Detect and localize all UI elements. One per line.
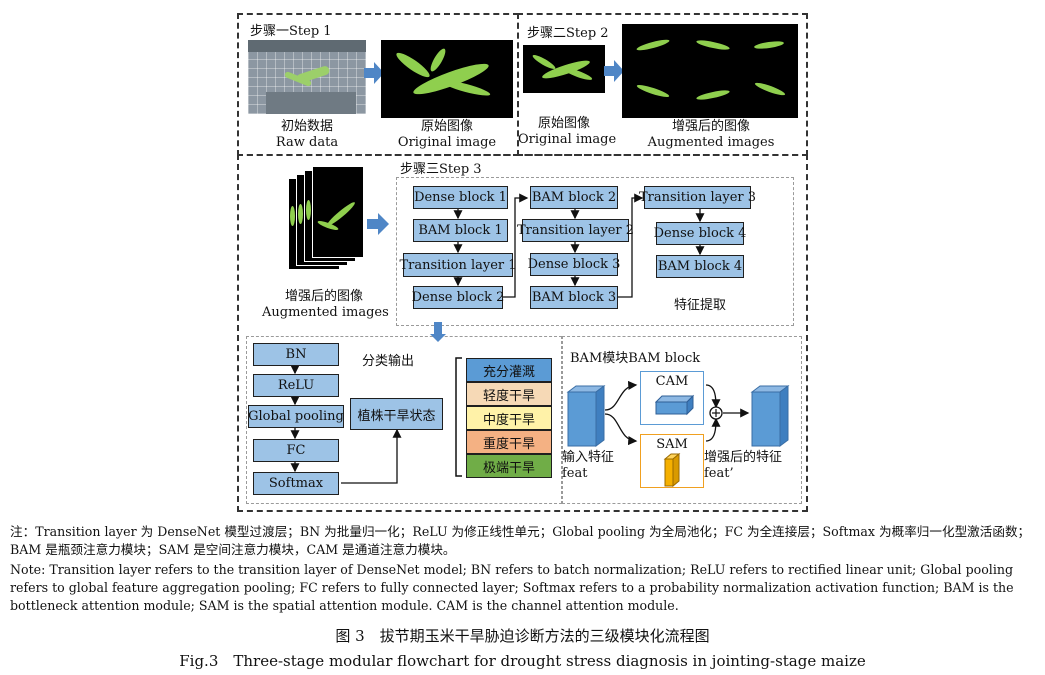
feature-extraction-frame — [396, 177, 794, 326]
transition-layer-2: Transition layer 2 — [517, 219, 634, 242]
class-full-irrigation: 充分灌溉 — [466, 358, 552, 382]
cam-label: CAM — [655, 374, 689, 389]
bam-block-4: BAM block 4 — [656, 255, 744, 278]
transition-layer-3: Transition layer 3 — [639, 186, 756, 209]
transition-layer-1: Transition layer 1 — [399, 253, 517, 277]
feature-extraction-label: 特征提取 — [674, 298, 727, 313]
bam-block-1: BAM block 1 — [413, 219, 508, 242]
step1-title: 步骤一Step 1 — [250, 24, 332, 39]
class-moderate-drought: 中度干旱 — [466, 406, 552, 430]
figure-caption-english: Fig.3 Three-stage modular flowchart for … — [179, 652, 866, 670]
class-extreme-drought: 极端干旱 — [466, 454, 552, 478]
classification-frame — [246, 336, 562, 504]
output-feature-cube — [750, 385, 790, 447]
cam-bar-icon — [655, 394, 695, 416]
sam-box: SAM — [640, 434, 704, 488]
note-chinese: 注：Transition layer 为 DenseNet 模型过渡层；BN 为… — [10, 524, 1031, 557]
original-image-step1 — [381, 40, 513, 118]
bam-module-frame — [562, 336, 802, 504]
dense-block-4: Dense block 4 — [654, 222, 746, 245]
step3-frame — [237, 154, 808, 512]
note-english: Note: Transition layer refers to the tra… — [10, 562, 1014, 613]
class-mild-drought: 轻度干旱 — [466, 382, 552, 406]
input-feature-cube — [566, 385, 606, 447]
plant-drought-state-block: 植株干旱状态 — [350, 398, 443, 430]
arrow-step2 — [604, 60, 624, 82]
global-pooling-block: Global pooling — [248, 405, 344, 428]
arrow-step3-input — [367, 213, 389, 235]
fc-block: FC — [253, 439, 339, 462]
figure-caption-chinese: 图 3 拔节期玉米干旱胁迫诊断方法的三级模块化流程图 — [335, 627, 710, 645]
relu-block: ReLU — [253, 374, 339, 397]
raw-data-photo — [248, 40, 366, 114]
sam-slab-icon — [663, 453, 681, 487]
augmented-images-grid — [622, 24, 798, 118]
softmax-block: Softmax — [253, 472, 339, 495]
sam-label: SAM — [656, 437, 688, 452]
step3-title: 步骤三Step 3 — [400, 162, 482, 177]
arrow-step1 — [364, 62, 384, 84]
original-image-step2 — [523, 45, 605, 93]
classification-output-label: 分类输出 — [362, 354, 415, 369]
dense-block-3: Dense block 3 — [528, 253, 620, 276]
bam-module-title: BAM模块BAM block — [570, 351, 701, 366]
dense-block-2: Dense block 2 — [412, 286, 504, 309]
dense-block-1: Dense block 1 — [413, 186, 508, 209]
bn-block: BN — [253, 343, 339, 366]
bam-block-2: BAM block 2 — [530, 186, 618, 209]
class-severe-drought: 重度干旱 — [466, 430, 552, 454]
bam-block-3: BAM block 3 — [530, 286, 618, 309]
cam-box: CAM — [640, 371, 704, 425]
step2-title: 步骤二Step 2 — [527, 26, 609, 41]
